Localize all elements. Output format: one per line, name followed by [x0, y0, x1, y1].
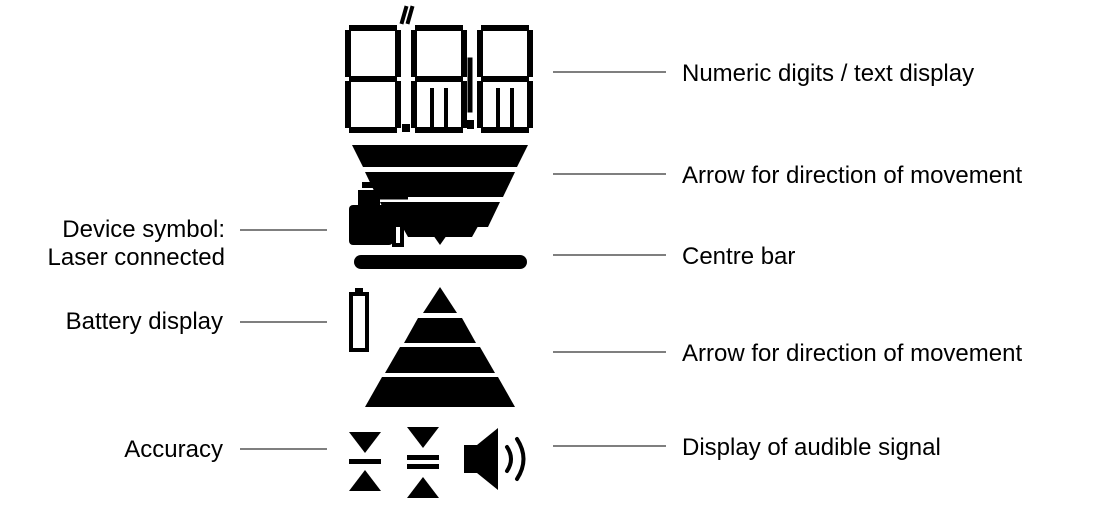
- label-device-symbol-line2: Laser connected: [47, 244, 225, 271]
- battery-icon: [349, 288, 369, 352]
- up-arrow-icon: [365, 287, 515, 407]
- label-audible-signal: Display of audible signal: [682, 434, 941, 461]
- label-centre-bar: Centre bar: [682, 243, 796, 270]
- leader-lines: [240, 71, 666, 450]
- speaker-icon: [464, 428, 526, 490]
- label-battery: Battery display: [65, 308, 223, 335]
- label-arrow-up: Arrow for direction of movement: [682, 340, 1023, 367]
- accuracy-coarse-icon: [407, 427, 439, 498]
- accuracy-fine-icon: [349, 432, 381, 491]
- label-arrow-down: Arrow for direction of movement: [682, 162, 1023, 189]
- label-numeric-digits: Numeric digits / text display: [682, 60, 975, 87]
- down-arrow-icon: [352, 145, 528, 245]
- centre-bar: [354, 255, 527, 269]
- seven-segment-digits: [345, 5, 533, 133]
- laser-device-icon: [349, 182, 408, 247]
- label-device-symbol-line1: Device symbol:: [62, 216, 225, 243]
- label-accuracy: Accuracy: [124, 436, 223, 463]
